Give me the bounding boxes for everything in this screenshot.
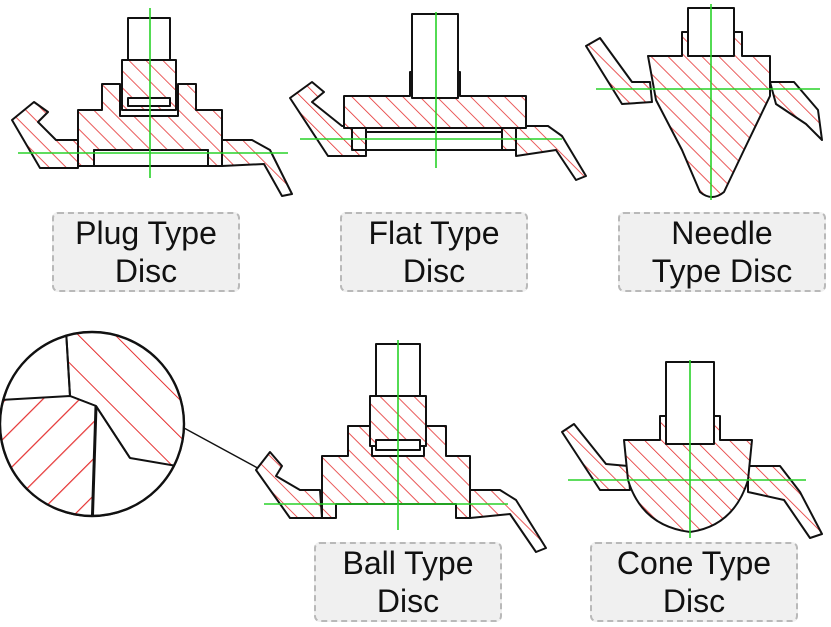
flat-type-disc-diagram [289,12,587,181]
flat-disc-body [343,71,527,129]
cone-disc-body [623,415,753,533]
plug-seat-gap [93,149,209,167]
needle-type-label-line2: Type Disc [651,253,793,289]
plug-type-label: Plug Type Disc [52,212,240,292]
needle-type-label-line1: Needle [671,215,773,251]
flat-type-label: Flat Type Disc [340,212,528,292]
ball-type-disc-diagram [0,330,547,553]
ball-type-label-line2: Disc [376,583,440,619]
needle-type-label: Needle Type Disc [618,212,826,292]
needle-seat-right [769,81,823,141]
detail-section-lower [0,395,97,516]
cone-type-label-line2: Disc [662,583,726,619]
plug-type-disc-diagram [11,8,293,197]
flat-type-label-line2: Disc [402,253,466,289]
ball-type-label: Ball Type Disc [314,542,502,622]
needle-seat-left [585,37,653,105]
needle-type-disc-diagram [585,4,823,200]
plug-type-label-line1: Plug Type [75,215,217,251]
needle-disc-body [647,31,771,198]
plug-type-label-line2: Disc [114,253,178,289]
ball-type-label-line1: Ball Type [342,545,474,581]
flat-seat-right [515,125,587,181]
plug-seat-right [221,139,293,197]
cone-type-label: Cone Type Disc [590,542,798,622]
cone-type-disc-diagram [561,360,823,539]
plug-seat-left [11,101,79,169]
cone-seat-right [747,465,823,539]
cone-type-label-line1: Cone Type [616,545,772,581]
flat-stem [411,13,459,99]
flat-seat-left [289,81,367,157]
flat-type-label-line1: Flat Type [368,215,500,251]
ball-seat-right [469,489,547,553]
ball-seat-left [255,451,323,519]
